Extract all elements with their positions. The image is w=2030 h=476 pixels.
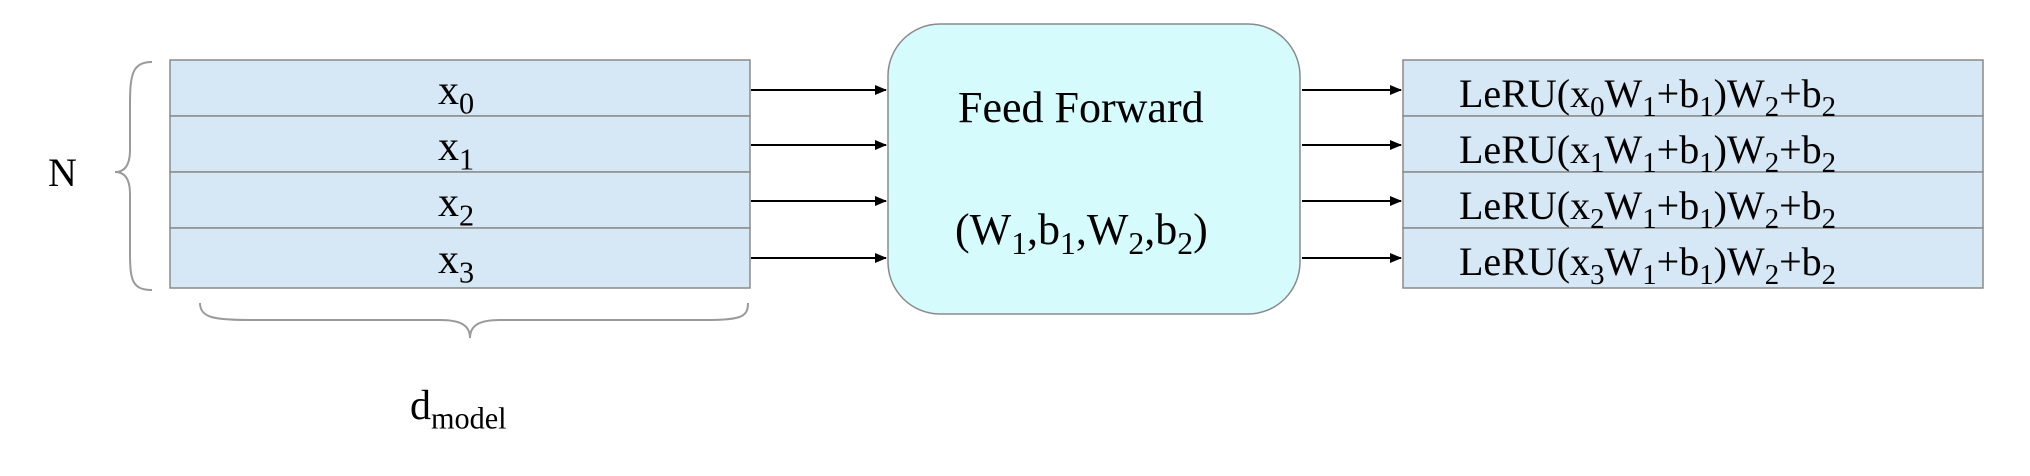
output-formula-text: +b [1779, 239, 1822, 284]
output-formula-text: LeRU(x [1459, 71, 1591, 116]
output-formula-text: +b [1779, 127, 1822, 172]
bottom-brace-label: dmodel [410, 383, 507, 434]
feed-forward-param-subscript: 1 [1060, 226, 1076, 262]
feed-forward-param-text: (W [955, 205, 1012, 254]
output-formula-subscript: 1 [1590, 147, 1605, 180]
output-formula-text: LeRU(x [1459, 127, 1591, 172]
output-formula-subscript: 1 [1642, 259, 1657, 292]
feed-forward-param-text: ,W [1075, 205, 1129, 254]
input-row-label-sub: 1 [459, 142, 475, 177]
input-row [169, 115, 751, 173]
output-formula-text: W [1604, 183, 1643, 228]
output-formula-text: +b [1656, 183, 1700, 228]
output-formula-text: LeRU(x [1459, 183, 1591, 228]
input-row [169, 227, 751, 289]
output-arrows [1302, 85, 1402, 263]
feed-forward-param-subscript: 2 [1177, 226, 1194, 262]
input-arrows [751, 85, 887, 263]
output-formula-subscript: 2 [1821, 91, 1837, 124]
feed-forward-param-text: ) [1193, 205, 1208, 254]
input-row-label-1: x1 [438, 124, 474, 175]
bottom-brace [199, 302, 749, 339]
input-row [169, 59, 751, 117]
input-row-label-2: x2 [438, 180, 474, 231]
feed-forward-block [887, 23, 1301, 315]
output-formula-text: +b [1656, 239, 1700, 284]
input-row-label-sub: 3 [459, 255, 475, 290]
output-formula-subscript: 2 [1821, 259, 1837, 292]
input-row [169, 171, 751, 229]
output-row-label-3: LeRU(x3W1+b1)W2+b2 [1459, 239, 1836, 290]
left-brace-label: N [48, 150, 77, 195]
output-formula-subscript: 1 [1699, 91, 1714, 124]
output-row-label-1: LeRU(x1W1+b1)W2+b2 [1459, 127, 1836, 178]
output-formula-subscript: 1 [1699, 259, 1714, 292]
left-brace [114, 61, 153, 291]
output-formula-text: )W [1713, 71, 1765, 116]
output-row-label-2: LeRU(x2W1+b1)W2+b2 [1459, 183, 1836, 234]
output-row [1402, 115, 1984, 173]
output-formula-text: LeRU(x [1459, 239, 1591, 284]
bottom-brace-label-sub: model [431, 401, 507, 436]
bottom-brace-label-main: d [410, 383, 431, 429]
output-formula-subscript: 2 [1764, 259, 1780, 292]
output-formula-subscript: 2 [1590, 203, 1605, 236]
output-row [1402, 171, 1984, 229]
output-formula-subscript: 1 [1642, 147, 1657, 180]
output-formula-text: W [1604, 239, 1643, 284]
output-row [1402, 227, 1984, 289]
output-formula-subscript: 2 [1821, 147, 1837, 180]
output-formula-subscript: 1 [1642, 91, 1657, 124]
output-formula-subscript: 2 [1764, 203, 1780, 236]
feed-forward-param-text: ,b [1144, 205, 1178, 254]
output-formula-text: +b [1656, 127, 1700, 172]
input-row-label-main: x [438, 68, 459, 114]
output-row [1402, 59, 1984, 117]
output-formula-text: )W [1713, 127, 1765, 172]
input-row-label-sub: 0 [459, 86, 475, 121]
feed-forward-param-subscript: 1 [1011, 226, 1028, 262]
input-row-label-main: x [438, 124, 459, 170]
input-row-label-sub: 2 [459, 198, 475, 233]
input-row-label-3: x3 [438, 237, 474, 288]
output-formula-subscript: 3 [1590, 259, 1605, 292]
output-formula-subscript: 0 [1590, 91, 1605, 124]
input-row-label-main: x [438, 180, 459, 226]
output-formula-text: W [1604, 127, 1643, 172]
input-row-label-main: x [438, 237, 459, 283]
output-formula-subscript: 1 [1642, 203, 1657, 236]
output-formula-text: +b [1779, 71, 1822, 116]
output-formula-text: W [1604, 71, 1643, 116]
feed-forward-title: Feed Forward [958, 83, 1204, 132]
output-formula-text: )W [1713, 239, 1765, 284]
feed-forward-param-text: ,b [1027, 205, 1061, 254]
feed-forward-params: (W1,b1,W2,b2) [955, 205, 1208, 260]
output-formula-subscript: 1 [1699, 203, 1714, 236]
feed-forward-param-subscript: 2 [1128, 226, 1145, 262]
output-formula-subscript: 2 [1764, 91, 1780, 124]
output-formula-subscript: 2 [1764, 147, 1780, 180]
output-formula-text: +b [1656, 71, 1700, 116]
output-formula-text: )W [1713, 183, 1765, 228]
output-row-label-0: LeRU(x0W1+b1)W2+b2 [1459, 71, 1836, 122]
output-formula-text: +b [1779, 183, 1822, 228]
input-row-label-0: x0 [438, 68, 474, 119]
output-formula-subscript: 2 [1821, 203, 1837, 236]
output-rows [1402, 59, 1984, 289]
input-rows [169, 59, 751, 289]
output-formula-subscript: 1 [1699, 147, 1714, 180]
